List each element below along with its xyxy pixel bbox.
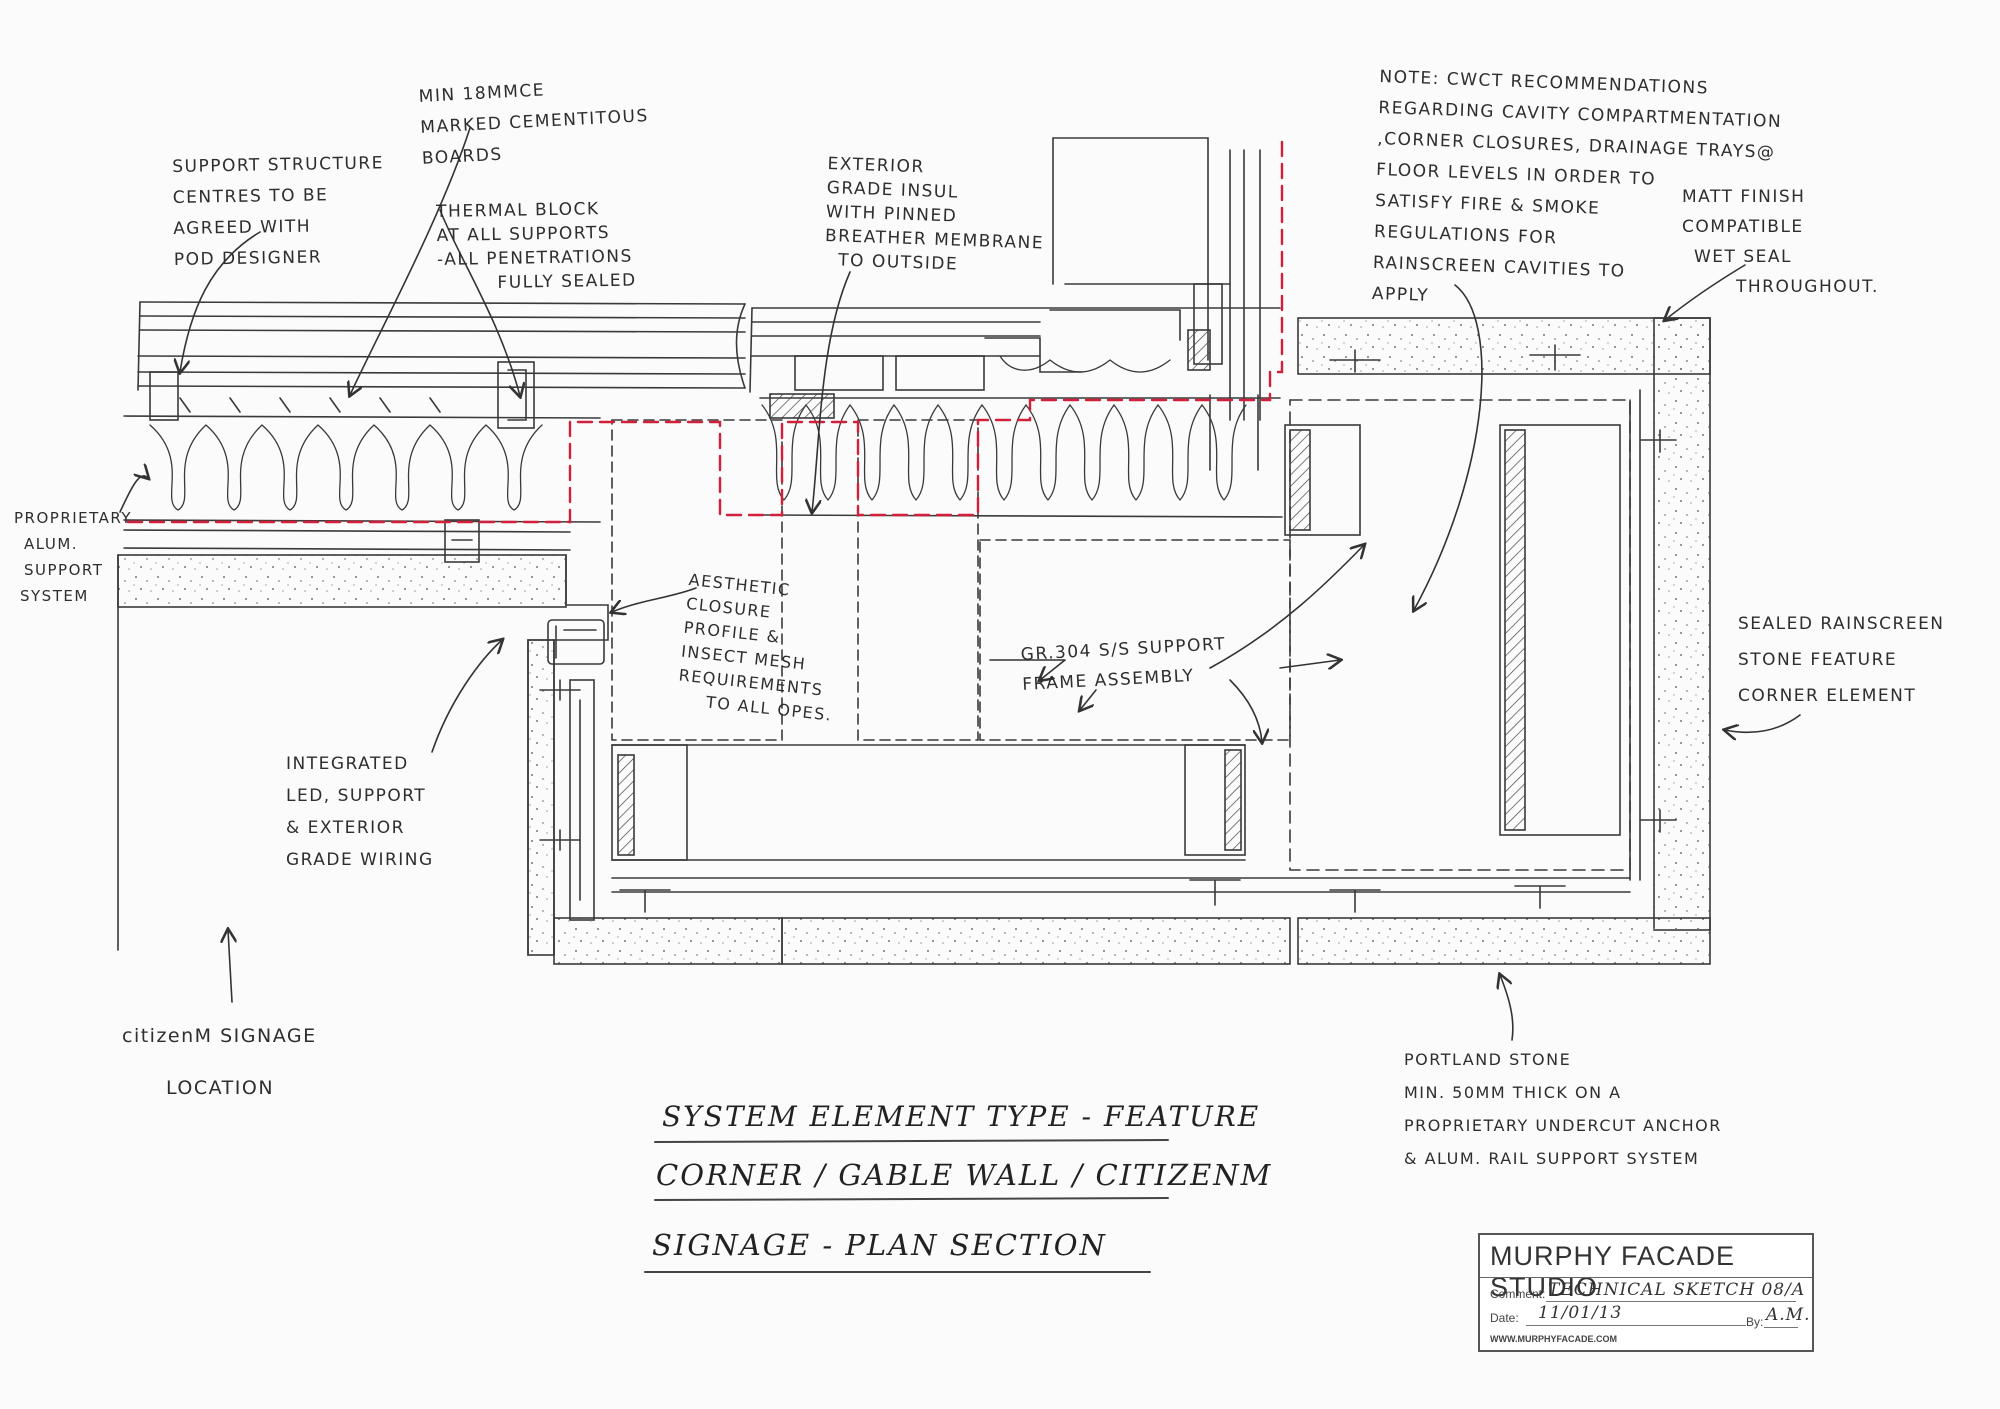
- note-line: AT ALL SUPPORTS: [436, 222, 611, 246]
- left-wall-assembly: [117, 301, 746, 956]
- note-signage-location: citizenM SIGNAGE LOCATION: [122, 1010, 317, 1114]
- note-line: LOCATION: [166, 1077, 275, 1099]
- by-label: By:: [1746, 1315, 1764, 1329]
- note-thermal-block: THERMAL BLOCK AT ALL SUPPORTS -ALL PENET…: [436, 197, 637, 296]
- note-line: AGREED WITH: [173, 216, 312, 239]
- studio-url: WWW.MURPHYFACADE.COM: [1490, 1334, 1617, 1344]
- note-line: INTEGRATED: [286, 754, 409, 774]
- note-matt-finish: MATT FINISH COMPATIBLE WET SEAL THROUGHO…: [1682, 182, 1879, 302]
- note-exterior-insulation: EXTERIOR GRADE INSUL WITH PINNED BREATHE…: [824, 152, 1047, 280]
- note-line: POD DESIGNER: [173, 247, 323, 270]
- comment-value: TECHNICAL SKETCH 08/A: [1548, 1280, 1806, 1300]
- note-line: & ALUM. RAIL SUPPORT SYSTEM: [1404, 1149, 1700, 1168]
- note-line: SEALED RAINSCREEN: [1738, 614, 1945, 634]
- note-line: MATT FINISH: [1682, 187, 1806, 207]
- comment-underline: [1546, 1301, 1796, 1302]
- note-support-structure: SUPPORT STRUCTURE CENTRES TO BE AGREED W…: [172, 148, 386, 276]
- note-line: WET SEAL: [1694, 247, 1792, 267]
- comment-label: Comment:: [1490, 1287, 1546, 1301]
- note-portland-stone: PORTLAND STONE MIN. 50MM THICK ON A PROP…: [1404, 1043, 1722, 1175]
- date-underline: [1526, 1325, 1746, 1326]
- note-line: MIN. 50MM THICK ON A: [1404, 1083, 1622, 1102]
- title-block-divider: [1480, 1277, 1812, 1278]
- note-cementitious-boards: MIN 18MMCE MARKED CEMENTITOUS BOARDS: [418, 70, 651, 175]
- note-line: STONE FEATURE: [1738, 650, 1898, 670]
- by-underline: [1764, 1327, 1798, 1328]
- note-line: COMPATIBLE: [1682, 217, 1804, 237]
- date-value: 11/01/13: [1538, 1303, 1623, 1323]
- note-line: FULLY SEALED: [497, 270, 637, 293]
- note-sealed-rainscreen: SEALED RAINSCREEN STONE FEATURE CORNER E…: [1738, 606, 1945, 714]
- note-line: & EXTERIOR: [286, 818, 405, 838]
- drawing-title-line-1: SYSTEM ELEMENT TYPE - FEATURE: [662, 1100, 1261, 1133]
- leader-lines: [119, 127, 1801, 1041]
- note-line: SYSTEM: [20, 587, 89, 605]
- center-wall-assembly: [611, 137, 1291, 741]
- note-line: ALUM.: [24, 535, 79, 553]
- note-line: CENTRES TO BE: [172, 185, 329, 208]
- stone-corner-element: [553, 317, 1711, 965]
- date-label: Date:: [1490, 1311, 1519, 1325]
- note-line: LED, SUPPORT: [286, 786, 427, 806]
- note-line: PROPRIETARY: [14, 509, 133, 527]
- note-line: GRADE WIRING: [286, 850, 434, 870]
- breather-membrane-line: [126, 136, 1284, 524]
- note-line: THROUGHOUT.: [1736, 277, 1879, 297]
- title-underlines: [644, 1139, 1169, 1273]
- note-line: THERMAL BLOCK: [436, 199, 600, 222]
- drawing-title-line-2: CORNER / GABLE WALL / citizenM: [656, 1158, 1273, 1192]
- note-line: SUPPORT STRUCTURE: [172, 153, 385, 177]
- title-block: MURPHY FACADE STUDIO Comment: TECHNICAL …: [1478, 1233, 1814, 1352]
- note-support-frame: GR.304 S/S SUPPORT FRAME ASSEMBLY: [1020, 629, 1228, 700]
- note-proprietary-alum: PROPRIETARY ALUM. SUPPORT SYSTEM: [14, 505, 132, 609]
- note-aesthetic-closure: AESTHETIC CLOSURE PROFILE & INSECT MESH …: [675, 568, 846, 728]
- note-line: SUPPORT: [24, 561, 104, 579]
- drawing-title-line-3: SIGNAGE - PLAN SECTION: [652, 1228, 1107, 1262]
- note-line: citizenM SIGNAGE: [122, 1025, 317, 1047]
- note-line: PORTLAND STONE: [1404, 1050, 1572, 1069]
- note-line: CORNER ELEMENT: [1738, 686, 1917, 706]
- by-value: A.M.: [1766, 1305, 1811, 1325]
- note-line: -ALL PENETRATIONS: [436, 246, 633, 270]
- note-line: PROPRIETARY UNDERCUT ANCHOR: [1404, 1116, 1722, 1135]
- note-integrated-led: INTEGRATED LED, SUPPORT & EXTERIOR GRADE…: [286, 748, 434, 876]
